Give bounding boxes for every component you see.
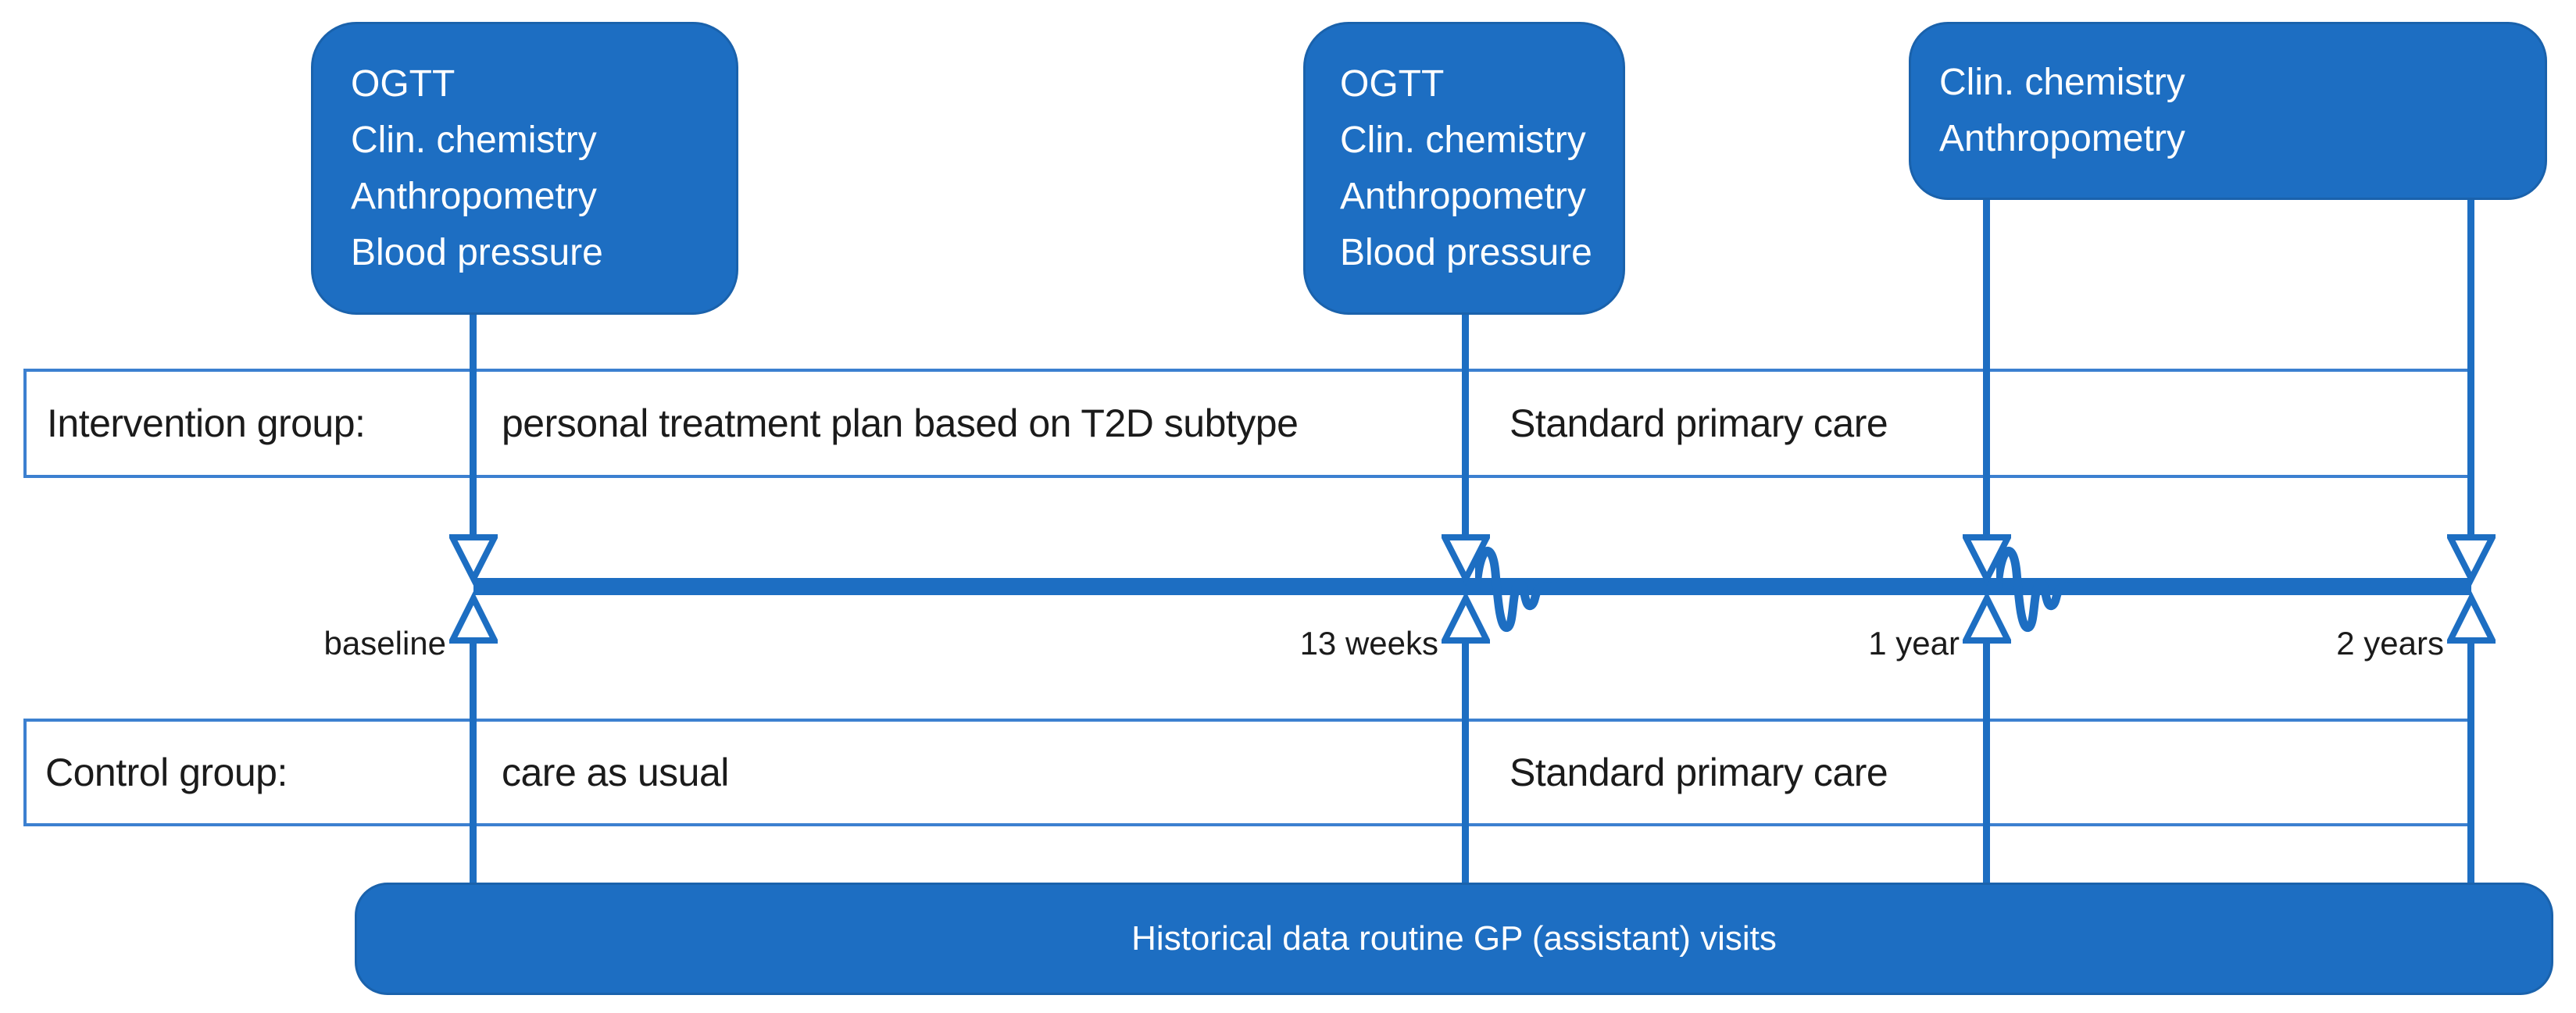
baseline-measurements-box: OGTT Clin. chemistry Anthropometry Blood…: [311, 22, 738, 315]
measurement-item: Blood pressure: [351, 231, 603, 273]
timeline-axis: [473, 578, 2471, 595]
measurement-item: Anthropometry: [1939, 118, 2185, 159]
week13-connector-upper: [1462, 312, 1469, 540]
week13-connector-lower: [1462, 637, 1469, 884]
historical-data-bar-label: Historical data routine GP (assistant) v…: [1131, 919, 1777, 958]
control-group-label: Control group:: [45, 751, 288, 794]
baseline-connector-lower: [470, 637, 477, 884]
measurement-item: Clin. chemistry: [351, 119, 597, 161]
baseline-marker-icon: [449, 534, 498, 644]
timeline-label-2years: 2 years: [2336, 625, 2444, 662]
historical-data-bar: Historical data routine GP (assistant) v…: [355, 883, 2553, 995]
timeline-label-1year: 1 year: [1868, 625, 1960, 662]
timeline-break-squiggle-1year: [1996, 546, 2078, 632]
measurement-item: Anthropometry: [1340, 175, 1586, 217]
baseline-connector-upper: [470, 312, 477, 540]
control-phase2-text: Standard primary care: [1510, 751, 1888, 794]
measurement-item: Clin. chemistry: [1939, 62, 2185, 103]
intervention-phase2-text: Standard primary care: [1510, 401, 1888, 445]
measurement-item: Anthropometry: [351, 175, 597, 217]
measurement-item: Blood pressure: [1340, 231, 1592, 273]
timeline-label-13weeks: 13 weeks: [1299, 625, 1438, 662]
year2-connector-lower: [2467, 637, 2474, 884]
week13-marker-icon: [1442, 534, 1490, 644]
measurement-item: OGTT: [351, 62, 456, 105]
year2-marker-icon: [2447, 534, 2496, 644]
year2-connector-upper: [2467, 198, 2474, 540]
year1-marker-icon: [1963, 534, 2011, 644]
control-group-row: [23, 719, 2471, 826]
year1-connector-lower: [1983, 637, 1990, 884]
followup-measurements-box: Clin. chemistry Anthropometry: [1909, 22, 2547, 200]
intervention-group-label: Intervention group:: [47, 401, 366, 445]
intervention-phase1-text: personal treatment plan based on T2D sub…: [502, 401, 1299, 445]
year1-connector-upper: [1983, 198, 1990, 540]
week13-measurements-box: OGTT Clin. chemistry Anthropometry Blood…: [1303, 22, 1625, 315]
measurement-item: Clin. chemistry: [1340, 119, 1586, 161]
measurement-item: OGTT: [1340, 62, 1445, 105]
timeline-break-squiggle-13weeks: [1475, 546, 1557, 632]
intervention-group-row: [23, 369, 2471, 478]
timeline-label-baseline: baseline: [323, 625, 446, 662]
control-phase1-text: care as usual: [502, 751, 729, 794]
